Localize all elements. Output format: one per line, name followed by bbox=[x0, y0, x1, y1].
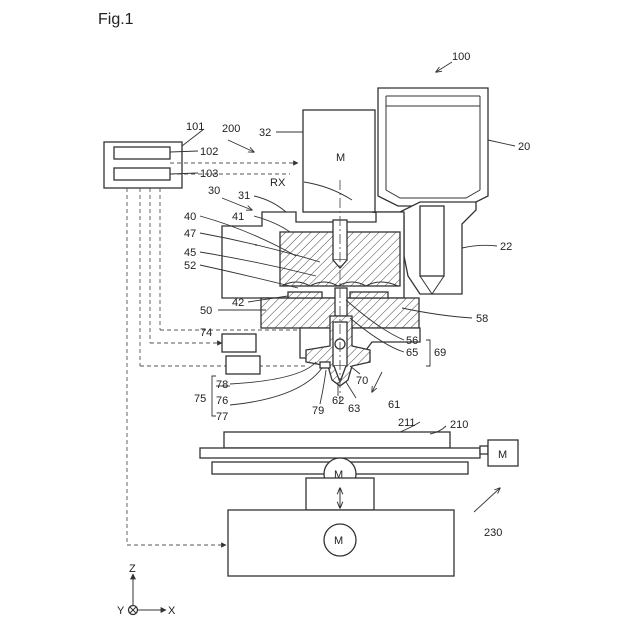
ref-31: 31 bbox=[238, 190, 250, 202]
ref-69: 69 bbox=[434, 347, 446, 359]
ref-77: 77 bbox=[216, 411, 228, 423]
motor-32-label: M bbox=[336, 152, 345, 164]
ref-78: 78 bbox=[216, 379, 228, 391]
ref-47: 47 bbox=[184, 228, 196, 240]
ref-103: 103 bbox=[200, 168, 218, 180]
motor-z-label: M bbox=[334, 535, 343, 547]
ref-30: 30 bbox=[208, 185, 220, 197]
ref-101: 101 bbox=[186, 121, 204, 133]
ref-50: 50 bbox=[200, 305, 212, 317]
axis-z-label: Z bbox=[129, 563, 136, 575]
heater-74 bbox=[222, 334, 256, 352]
ref-200: 200 bbox=[222, 123, 240, 135]
ref-rx: RX bbox=[270, 177, 286, 189]
ref-22: 22 bbox=[500, 241, 512, 253]
ref-230: 230 bbox=[484, 527, 502, 539]
axis-x-label: X bbox=[168, 605, 176, 617]
ref-65: 65 bbox=[406, 347, 418, 359]
ref-211: 211 bbox=[398, 417, 416, 429]
ref-79: 79 bbox=[312, 405, 324, 417]
ref-41: 41 bbox=[232, 211, 244, 223]
ref-100: 100 bbox=[452, 51, 470, 63]
ref-61: 61 bbox=[388, 399, 400, 411]
control-box-103 bbox=[114, 168, 170, 180]
ref-45: 45 bbox=[184, 247, 196, 259]
ref-62: 62 bbox=[332, 395, 344, 407]
hopper bbox=[378, 88, 488, 206]
ref-74: 74 bbox=[200, 327, 212, 339]
motor-32: M bbox=[303, 110, 375, 212]
ref-56: 56 bbox=[406, 335, 418, 347]
ref-70: 70 bbox=[356, 375, 368, 387]
control-unit bbox=[104, 142, 182, 188]
bracket-69 bbox=[426, 340, 430, 366]
ref-102: 102 bbox=[200, 146, 218, 158]
axis-y-label: Y bbox=[117, 605, 125, 617]
heater-78 bbox=[226, 356, 260, 374]
control-box-102 bbox=[114, 147, 170, 159]
ref-42: 42 bbox=[232, 297, 244, 309]
ref-76: 76 bbox=[216, 395, 228, 407]
ref-52: 52 bbox=[184, 260, 196, 272]
table-210: M M bbox=[200, 432, 518, 510]
ref-20: 20 bbox=[518, 141, 530, 153]
ref-58: 58 bbox=[476, 313, 488, 325]
ref-32: 32 bbox=[259, 127, 271, 139]
ref-40: 40 bbox=[184, 211, 196, 223]
ref-210: 210 bbox=[450, 419, 468, 431]
axis-indicator: Z X Y bbox=[117, 563, 176, 617]
ref-75: 75 bbox=[194, 393, 206, 405]
figure-title: Fig.1 bbox=[98, 11, 134, 28]
ref-63: 63 bbox=[348, 403, 360, 415]
base-230: M bbox=[228, 510, 454, 576]
motor-x-label: M bbox=[498, 449, 507, 461]
